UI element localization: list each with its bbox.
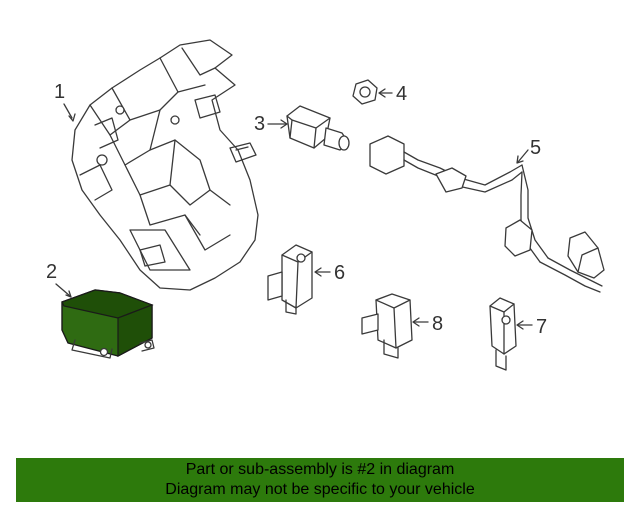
part-3-sensor: [286, 105, 350, 151]
svg-text:4: 4: [396, 83, 407, 105]
callout-2: 2: [46, 261, 72, 298]
callout-5: 5: [516, 137, 541, 164]
part-7-sensor: [489, 297, 517, 371]
callout-4: 4: [378, 83, 407, 105]
diagram-notice-banner: Part or sub-assembly is #2 in diagram Di…: [16, 458, 624, 502]
callout-1: 1: [54, 81, 76, 122]
svg-text:8: 8: [432, 313, 443, 335]
svg-text:6: 6: [334, 262, 345, 284]
svg-text:7: 7: [536, 316, 547, 338]
svg-text:5: 5: [530, 137, 541, 159]
part-2-control-module: [61, 289, 155, 359]
svg-text:2: 2: [46, 261, 57, 283]
banner-line-2: Diagram may not be specific to your vehi…: [165, 481, 475, 498]
part-6-sensor: [267, 244, 313, 315]
svg-text:3: 3: [254, 113, 265, 135]
part-5-wiring-harness: [369, 135, 605, 293]
callout-7: 7: [516, 316, 547, 338]
parts-diagram: 1 2 3 4: [46, 39, 605, 371]
svg-text:1: 1: [54, 81, 65, 103]
callout-3: 3: [254, 113, 288, 135]
part-8-sensor: [361, 293, 413, 359]
banner-line-1: Part or sub-assembly is #2 in diagram: [185, 461, 455, 478]
part-1-clock-spring: [71, 39, 259, 291]
callout-8: 8: [412, 313, 443, 335]
callout-6: 6: [314, 262, 345, 284]
part-4-nut: [352, 79, 378, 105]
